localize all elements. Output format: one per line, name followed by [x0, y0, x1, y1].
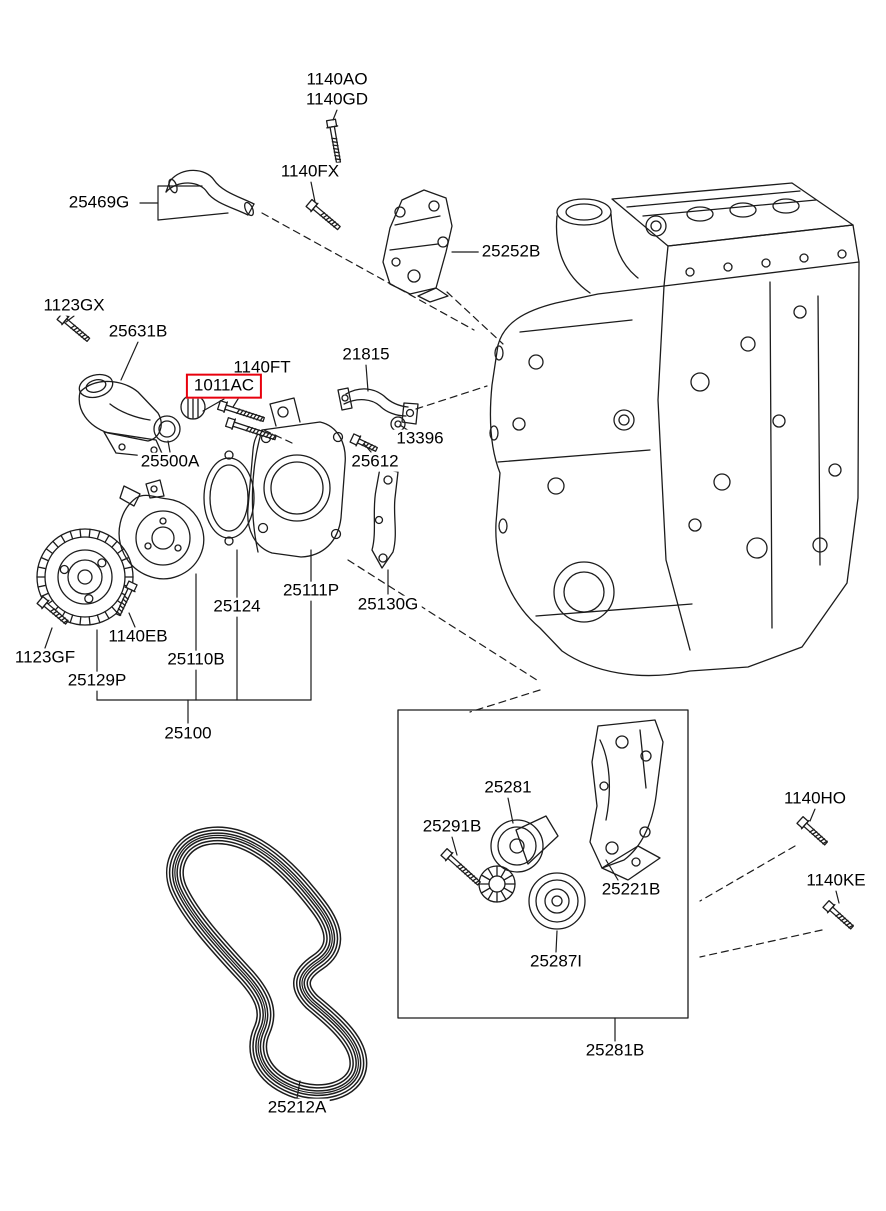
part-label-25110B[interactable]: 25110B — [164, 650, 228, 670]
tensioner-group-box — [397, 709, 689, 1019]
drive-belt-illustration — [166, 826, 368, 1103]
part-label-25281B[interactable]: 25281B — [582, 1041, 648, 1061]
belt-tensioner-illustration — [478, 815, 559, 903]
part-label-13396[interactable]: 13396 — [393, 429, 447, 449]
mount-bracket-illustration — [382, 189, 453, 303]
part-label-25124[interactable]: 25124 — [210, 597, 264, 617]
part-label-25500A[interactable]: 25500A — [137, 452, 203, 472]
leader-lines — [44, 109, 840, 1099]
assembly-guide-lines — [261, 212, 823, 958]
coolant-pipe-illustration — [337, 387, 419, 432]
tensioner-bracket-illustration — [589, 719, 664, 881]
part-label-25100[interactable]: 25100 — [161, 724, 215, 744]
part-label-1140FX[interactable]: 1140FX — [277, 162, 343, 182]
part-label-25129P[interactable]: 25129P — [64, 671, 130, 691]
part-label-25111P[interactable]: 25111P — [279, 581, 343, 601]
part-label-25469G[interactable]: 25469G — [65, 193, 133, 213]
part-label-1123GX[interactable]: 1123GX — [40, 296, 108, 316]
bolts-illustration — [36, 118, 854, 930]
thermostat-illustration — [153, 394, 206, 443]
idler-pulley-illustration — [528, 872, 586, 930]
part-label-1140EB[interactable]: 1140EB — [105, 627, 171, 647]
part-label-25130G[interactable]: 25130G — [354, 595, 422, 615]
part-label-1140AO[interactable]: 1140AO — [303, 70, 371, 90]
part-label-25212A[interactable]: 25212A — [264, 1098, 330, 1118]
part-label-25631B[interactable]: 25631B — [105, 322, 171, 342]
engine-block-illustration — [489, 182, 860, 677]
coolant-hose-illustration — [165, 169, 255, 217]
part-label-25287I[interactable]: 25287I — [527, 952, 585, 972]
part-label-25252B[interactable]: 25252B — [478, 242, 544, 262]
part-label-25281[interactable]: 25281 — [481, 778, 535, 798]
part-label-1140GD[interactable]: 1140GD — [302, 90, 372, 110]
thermostat-housing-illustration — [78, 373, 165, 459]
part-label-21815[interactable]: 21815 — [339, 345, 393, 365]
pump-gasket-illustration — [203, 450, 255, 546]
part-label-1140FT[interactable]: 1140FT — [230, 358, 294, 378]
part-label-1011AC[interactable]: 1011AC — [185, 373, 263, 399]
part-label-1140KE[interactable]: 1140KE — [803, 871, 869, 891]
crank-pulley-illustration — [36, 528, 134, 626]
part-label-25612[interactable]: 25612 — [348, 452, 402, 472]
support-bracket-illustration — [371, 467, 399, 569]
part-label-25291B[interactable]: 25291B — [419, 817, 485, 837]
water-inlet-housing-illustration — [247, 397, 346, 558]
part-label-25221B[interactable]: 25221B — [598, 880, 664, 900]
part-label-1140HO[interactable]: 1140HO — [780, 789, 850, 809]
part-label-1123GF[interactable]: 1123GF — [11, 648, 79, 668]
